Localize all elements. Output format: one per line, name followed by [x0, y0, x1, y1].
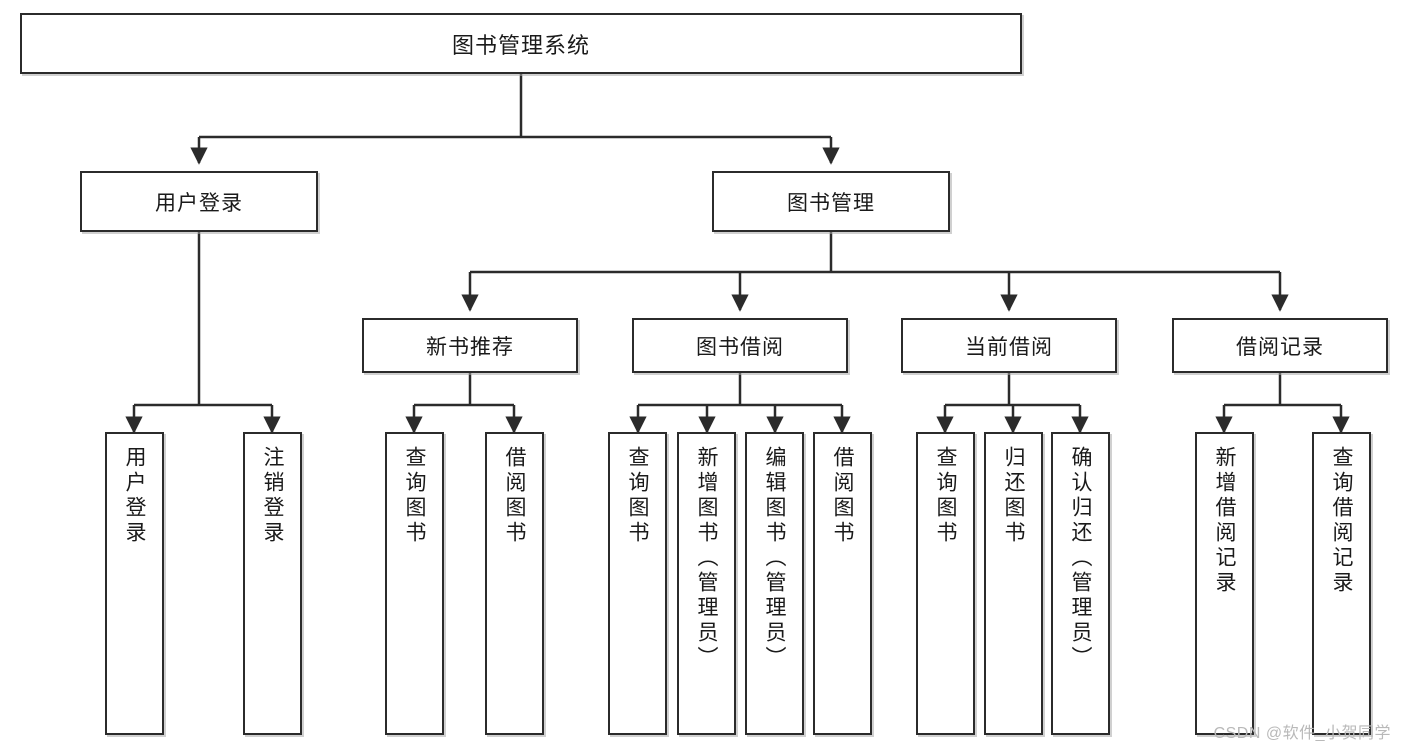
node-label: 查询图书 [403, 446, 426, 546]
node-label: 查询图书 [626, 446, 649, 546]
leaf-logout[interactable]: 注销登录 [243, 432, 302, 735]
leaf-add-book-admin[interactable]: 新增图书（管理员） [677, 432, 736, 735]
node-user-login[interactable]: 用户登录 [80, 171, 318, 232]
node-label: 图书借阅 [696, 335, 784, 359]
leaf-query-borrow-record[interactable]: 查询借阅记录 [1312, 432, 1371, 735]
node-borrow-record[interactable]: 借阅记录 [1172, 318, 1388, 373]
leaf-borrow-book-recommend[interactable]: 借阅图书 [485, 432, 544, 735]
leaf-query-book-current[interactable]: 查询图书 [916, 432, 975, 735]
leaf-add-borrow-record[interactable]: 新增借阅记录 [1195, 432, 1254, 735]
node-new-book-recommend[interactable]: 新书推荐 [362, 318, 578, 373]
node-label: 图书管理系统 [451, 32, 590, 58]
leaf-confirm-return-admin[interactable]: 确认归还（管理员） [1051, 432, 1110, 735]
node-label: 归还图书 [1002, 446, 1025, 546]
node-label: 新增图书（管理员） [695, 446, 718, 671]
node-label: 用户登录 [123, 446, 146, 546]
leaf-return-book[interactable]: 归还图书 [984, 432, 1043, 735]
node-label: 新增借阅记录 [1213, 446, 1236, 596]
node-label: 新书推荐 [426, 335, 514, 359]
node-label: 查询借阅记录 [1330, 446, 1353, 596]
node-label: 确认归还（管理员） [1069, 446, 1092, 671]
leaf-borrow-book[interactable]: 借阅图书 [813, 432, 872, 735]
node-label: 图书管理 [787, 191, 875, 215]
leaf-edit-book-admin[interactable]: 编辑图书（管理员） [745, 432, 804, 735]
node-root-book-management-system[interactable]: 图书管理系统 [20, 13, 1022, 74]
leaf-query-book-recommend[interactable]: 查询图书 [385, 432, 444, 735]
node-label: 查询图书 [934, 446, 957, 546]
leaf-query-book-borrow[interactable]: 查询图书 [608, 432, 667, 735]
node-label: 借阅图书 [831, 446, 854, 546]
leaf-user-login[interactable]: 用户登录 [105, 432, 164, 735]
node-label: 用户登录 [155, 191, 243, 215]
node-book-management[interactable]: 图书管理 [712, 171, 950, 232]
node-label: 编辑图书（管理员） [763, 446, 786, 671]
node-label: 借阅记录 [1236, 335, 1324, 359]
node-book-borrow[interactable]: 图书借阅 [632, 318, 848, 373]
node-label: 注销登录 [261, 446, 284, 546]
node-label: 借阅图书 [503, 446, 526, 546]
node-label: 当前借阅 [965, 335, 1053, 359]
node-current-borrow[interactable]: 当前借阅 [901, 318, 1117, 373]
